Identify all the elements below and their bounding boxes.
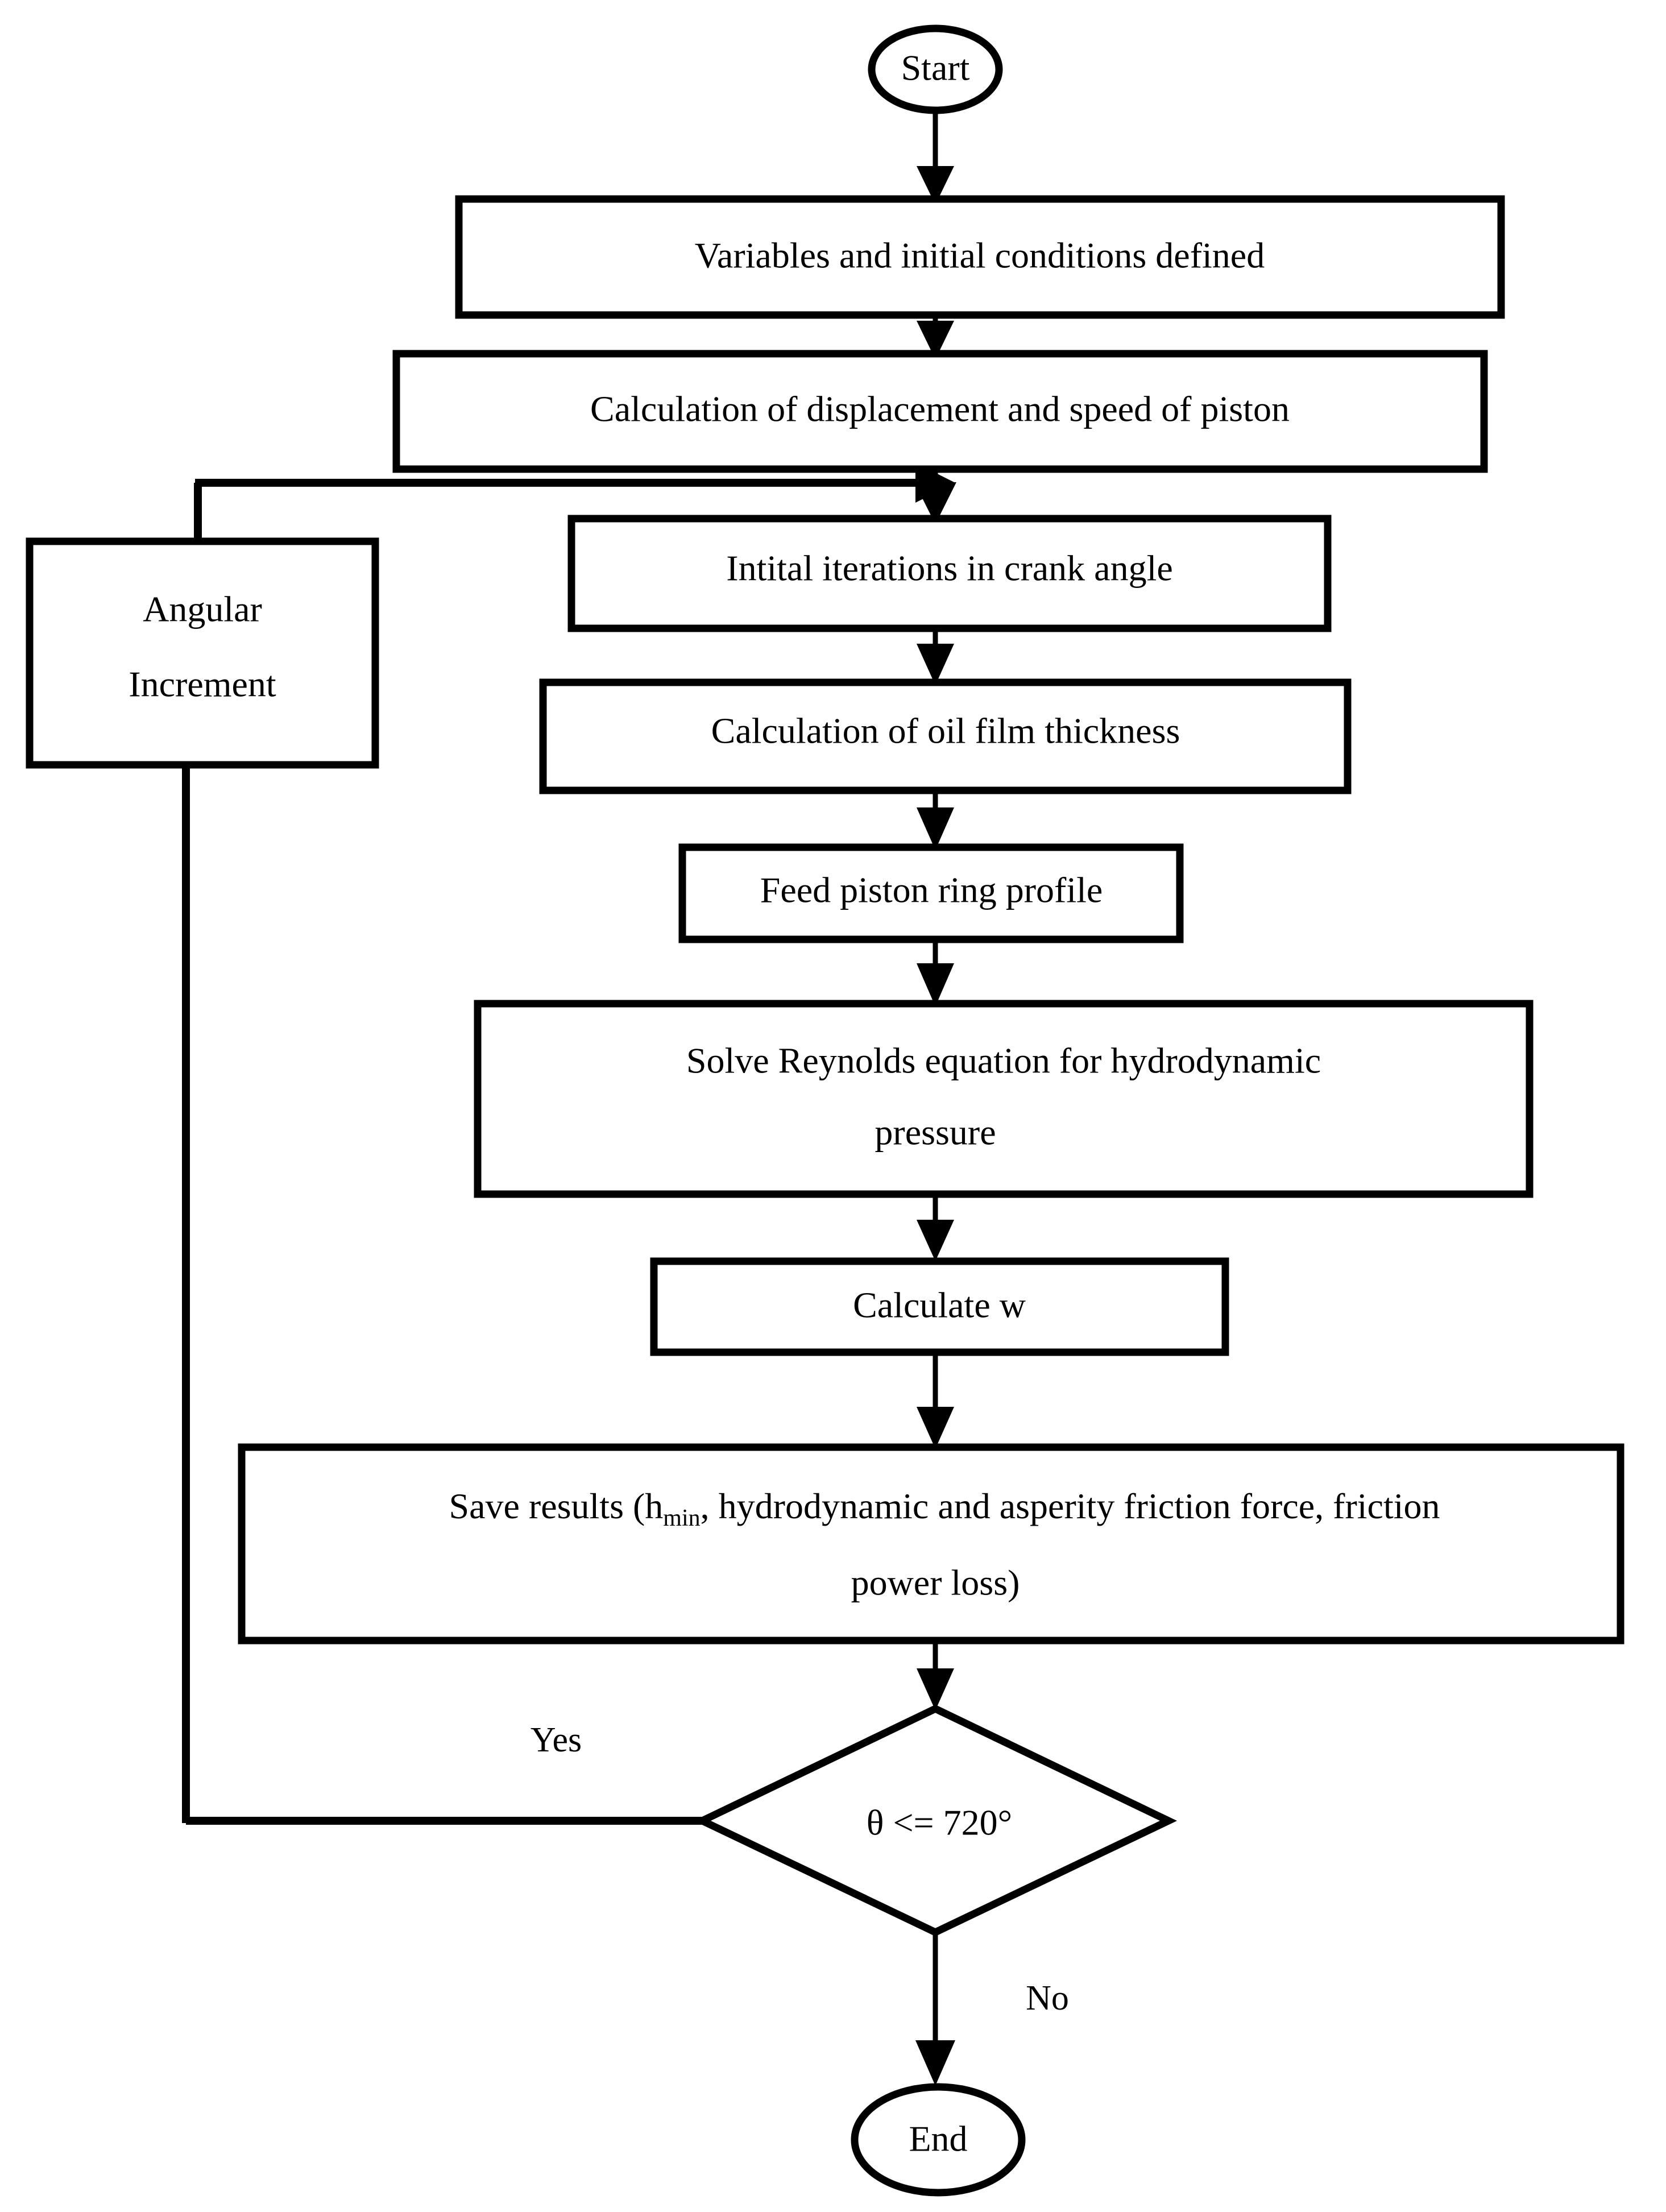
node-decision-label: θ <= 720° <box>867 1803 1012 1843</box>
edge-decision-yes <box>182 765 702 1825</box>
node-reynolds-label-line2: pressure <box>875 1112 996 1153</box>
node-angular-increment[interactable]: Angular Increment <box>26 537 379 769</box>
edge-calculatew-to-saveresults <box>917 1351 954 1449</box>
node-end[interactable]: End <box>851 2083 1026 2197</box>
node-variables-label: Variables and initial conditions defined <box>695 235 1265 276</box>
node-start[interactable]: Start <box>868 24 1003 114</box>
node-decision[interactable]: θ <= 720° <box>693 1704 1178 1937</box>
node-start-label: Start <box>901 48 970 88</box>
edge-decision-no <box>915 1932 955 2086</box>
node-oil-film-label: Calculation of oil film thickness <box>711 711 1180 751</box>
edge-label-no: No <box>1026 1979 1069 2018</box>
node-ring-profile-label: Feed piston ring profile <box>760 870 1103 910</box>
edge-start-to-variables <box>917 110 954 205</box>
node-iterations-label: Intital iterations in crank angle <box>726 548 1173 589</box>
node-angular-increment-label-line2: Increment <box>129 664 276 705</box>
edge-iterations-to-oilfilm <box>917 628 954 685</box>
node-save-results[interactable]: Save results (hmin, hydrodynamic and asp… <box>238 1443 1624 1644</box>
node-calculate-w[interactable]: Calculate w <box>650 1257 1229 1356</box>
save-results-text-b: , hydrodynamic and asperity friction for… <box>701 1486 1440 1526</box>
node-displacement[interactable]: Calculation of displacement and speed of… <box>392 350 1488 473</box>
node-save-results-line2: power loss) <box>851 1563 1020 1603</box>
edge-label-yes: Yes <box>531 1721 582 1759</box>
edge-variables-to-displacement <box>917 315 954 359</box>
save-results-subscript: min <box>663 1505 700 1531</box>
node-reynolds-label-line1: Solve Reynolds equation for hydrodynamic <box>686 1041 1321 1081</box>
node-ring-profile[interactable]: Feed piston ring profile <box>678 843 1184 943</box>
node-calculate-w-label: Calculate w <box>853 1285 1026 1325</box>
node-displacement-label: Calculation of displacement and speed of… <box>590 389 1290 429</box>
edge-reynolds-to-calculatew <box>917 1194 954 1261</box>
node-reynolds[interactable]: Solve Reynolds equation for hydrodynamic… <box>474 1000 1534 1198</box>
node-iterations[interactable]: Intital iterations in crank angle <box>567 515 1332 632</box>
node-save-results-line1: Save results (hmin, hydrodynamic and asp… <box>367 1486 1503 1531</box>
node-angular-increment-label-line1: Angular <box>143 589 262 629</box>
node-end-label: End <box>909 2119 967 2159</box>
save-results-text-a: Save results (h <box>449 1486 663 1526</box>
edge-oilfilm-to-ringprofile <box>917 790 954 850</box>
edge-saveresults-to-decision <box>917 1641 954 1710</box>
node-oil-film[interactable]: Calculation of oil film thickness <box>539 678 1352 794</box>
node-variables[interactable]: Variables and initial conditions defined <box>455 195 1505 319</box>
